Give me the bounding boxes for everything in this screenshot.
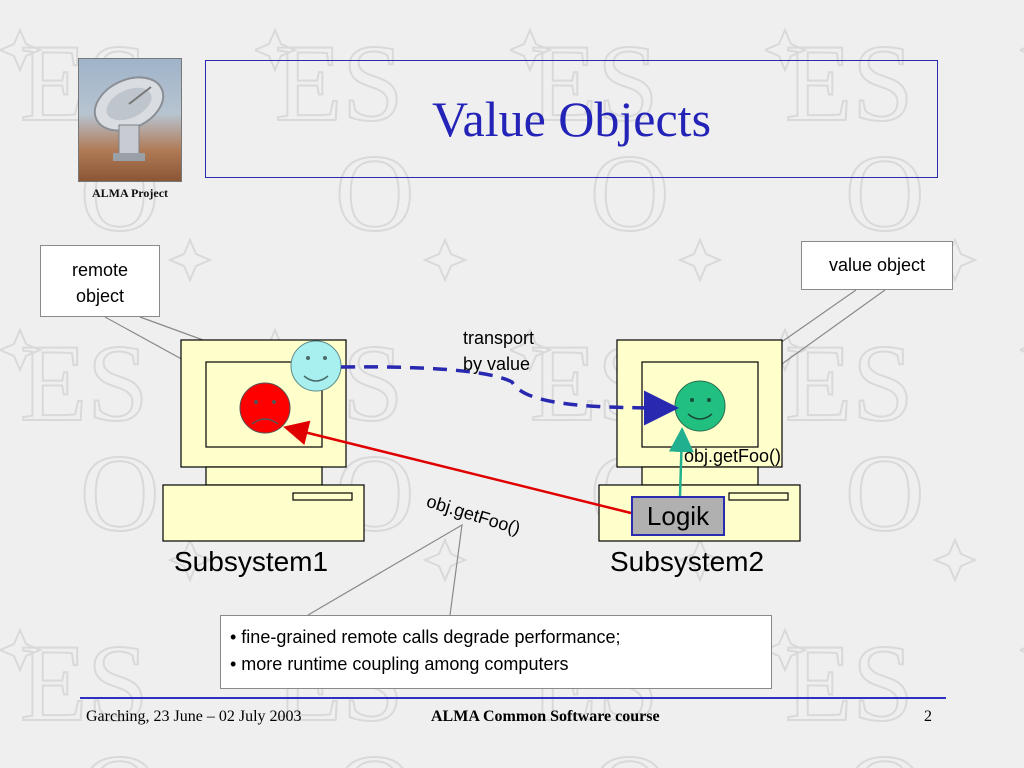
bullet-item: • fine-grained remote calls degrade perf… bbox=[230, 627, 621, 647]
logik-box: Logik bbox=[631, 496, 725, 536]
subsystem1-label: Subsystem1 bbox=[174, 546, 329, 577]
page-title: Value Objects bbox=[431, 91, 712, 147]
sad-face-icon bbox=[239, 382, 291, 434]
subsystem1-drive-slot bbox=[292, 492, 353, 501]
transport-label-line-1: transport bbox=[463, 328, 535, 348]
smiley-face-icon-transported bbox=[290, 340, 342, 392]
subsystem2-drive-slot bbox=[728, 492, 789, 501]
footer-divider bbox=[80, 697, 946, 699]
page-number: 2 bbox=[924, 708, 932, 725]
footer-course-title: ALMA Common Software course bbox=[431, 708, 660, 725]
remote-call-arrow bbox=[283, 420, 632, 515]
local-call-arrow bbox=[668, 427, 694, 497]
drawbacks-callout: • fine-grained remote calls degrade perf… bbox=[220, 615, 772, 689]
value-object-callout: value object bbox=[801, 241, 953, 290]
footer-date-location: Garching, 23 June – 02 July 2003 bbox=[86, 708, 302, 725]
telescope-antenna-icon bbox=[78, 58, 182, 182]
remote-object-line-1: remote bbox=[71, 260, 129, 280]
transport-label: transport by value bbox=[463, 325, 534, 377]
bullet-item: • more runtime coupling among computers bbox=[230, 654, 569, 674]
bullets-pointer bbox=[307, 523, 463, 616]
transport-by-value-arrow bbox=[340, 365, 679, 426]
title-box: Value Objects bbox=[205, 60, 938, 178]
subsystem2-neck bbox=[641, 466, 759, 486]
smiley-face-icon-value-object bbox=[674, 380, 726, 432]
logo-caption: ALMA Project bbox=[91, 186, 169, 200]
subsystem1-neck bbox=[205, 466, 323, 486]
local-call-label: obj.getFoo() bbox=[684, 446, 782, 466]
remote-object-callout: remote object bbox=[40, 245, 160, 317]
transport-label-line-2: by value bbox=[463, 354, 531, 374]
subsystem2-label: Subsystem2 bbox=[610, 546, 765, 577]
remote-object-line-2: object bbox=[75, 286, 125, 306]
